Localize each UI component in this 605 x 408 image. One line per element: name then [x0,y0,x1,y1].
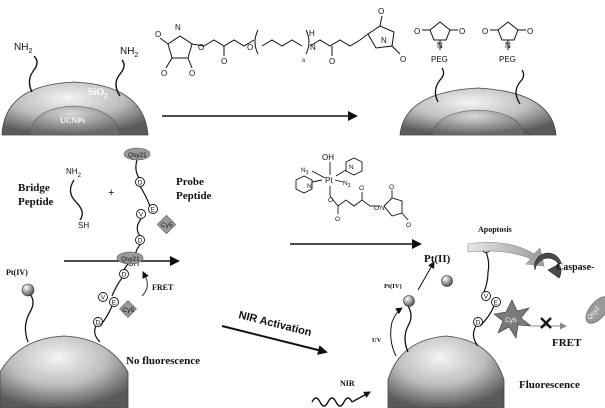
atom-o: O [335,216,340,223]
plus-sign: + [108,187,114,199]
azide-label: N3 [343,180,351,189]
residue-v: V [139,212,144,219]
hydroxyl-label: OH [322,153,334,162]
cy5-label: Cy5 [161,222,173,229]
sio2-label: SiO2 [88,87,108,100]
pyridine-n: N [307,183,312,190]
maleimide-group-right [490,21,526,50]
atom-h: H [309,29,315,38]
no-fluorescence-label: No fluorescence [126,355,200,367]
atom-n: N [381,36,387,45]
atom-o: O [414,27,420,36]
fret-label-activated: FRET [552,337,582,349]
atom-n: N [175,23,181,32]
qsy21-label: Qsy21 [121,256,140,263]
atom-n: N [380,205,385,212]
amine-label: NH2 [66,167,82,179]
residue-d: D [96,320,101,327]
azide-label: N3 [301,167,309,176]
pt-iv-sphere [403,295,415,307]
atom-o: O [359,185,364,192]
pt-iv-sphere [21,283,35,297]
residue-d: D [122,272,127,279]
atom-o: O [161,69,167,78]
caspase-label: Caspase- [556,262,594,273]
pt-iv-label: Pt(IV) [384,283,402,290]
qsy21-label: Qsy21 [128,152,147,159]
peg-label-right: PEG [499,55,516,64]
platinum-label: Pt [325,176,333,185]
probe-peptide-structure: Qsy21 D E V Cy5 D SH [123,147,177,268]
fluorescence-label: Fluorescence [519,379,580,391]
nanoparticle-bottom-right: Pt(IV) UV D E V Cy5 D [372,243,532,408]
apoptosis-arrow [467,242,545,267]
atom-o: O [374,205,379,212]
fret-blocked-cross [540,317,552,329]
bridge-peptide-label: Bridge [18,182,50,194]
cy5-label: Cy5 [123,307,135,314]
residue-e: E [494,300,499,307]
pt-iv-prodrug-structure: OH N3 Pt N3 N N O O O [295,153,411,229]
pt-ii-sphere [441,275,453,287]
bridge-peptide-structure: NH2 SH [66,167,89,230]
uv-label: UV [372,337,382,344]
atom-o: O [329,57,335,66]
apoptosis-label: Apoptosis [478,225,512,234]
pyridine-n: N [349,164,354,171]
amine-label-left: NH2 [14,42,32,55]
bridge-peptide-label: Peptide [18,196,54,208]
ucnps-label: UCNPs [60,116,85,125]
atom-o: O [221,57,227,66]
nhs-peg-maleimide-structure [159,15,401,69]
atom-n: N [505,41,511,50]
nanoparticle-top-right [399,67,557,136]
atom-o: O [459,27,465,36]
pt-iv-label: Pt(IV) [6,268,28,277]
atom-o: O [482,27,488,36]
amine-label-right: NH2 [120,46,138,59]
peg-repeat-s: s [302,57,306,64]
cleaved-qsy21 [585,296,605,324]
atom-o: O [247,43,253,52]
nir-activation-arrow [221,325,328,355]
residue-d: D [476,320,481,327]
nir-wave [311,397,353,407]
atom-n: N [437,41,443,50]
atom-n: N [310,43,316,52]
atom-o: O [189,69,195,78]
atom-o: O [198,43,204,52]
caspase-enzyme [534,252,562,279]
residue-e: E [112,300,117,307]
maleimide-group-left [422,21,458,50]
atom-o: O [527,27,533,36]
nhs-peg-maleimide-labels: O N O O O O O s H N O O N O [155,7,406,78]
atom-o: O [406,222,411,229]
atom-o: O [155,30,161,39]
nanoparticle-top-left: SiO2 UCNPs NH2 NH2 [1,42,149,136]
residue-d: D [138,238,143,245]
nir-activation-label: NIR Activation [237,309,313,339]
atom-o: O [328,197,333,204]
atom-o: O [378,7,384,16]
probe-peptide-label: Probe [176,176,204,188]
fret-label-quenched: FRET [152,283,174,292]
cy5-label: Cy5 [505,317,517,324]
residue-d: D [138,180,143,187]
nir-wave-arrow [351,391,371,403]
peg-label-left: PEG [431,55,448,64]
nanoparticle-bottom-left: Pt(IV) D E V Cy5 D Qsy21 FRET [0,251,174,408]
residue-e: E [151,207,156,214]
probe-peptide-label: Peptide [176,190,212,202]
atom-o: O [389,184,394,191]
pt-ii-label: Pt(II) [424,253,451,265]
atom-o: O [400,55,406,64]
residue-v: V [101,295,106,302]
nir-label: NIR [340,379,355,388]
thiol-label: SH [78,221,89,230]
cy5-emission-star [493,299,532,339]
residue-v: V [484,294,489,301]
